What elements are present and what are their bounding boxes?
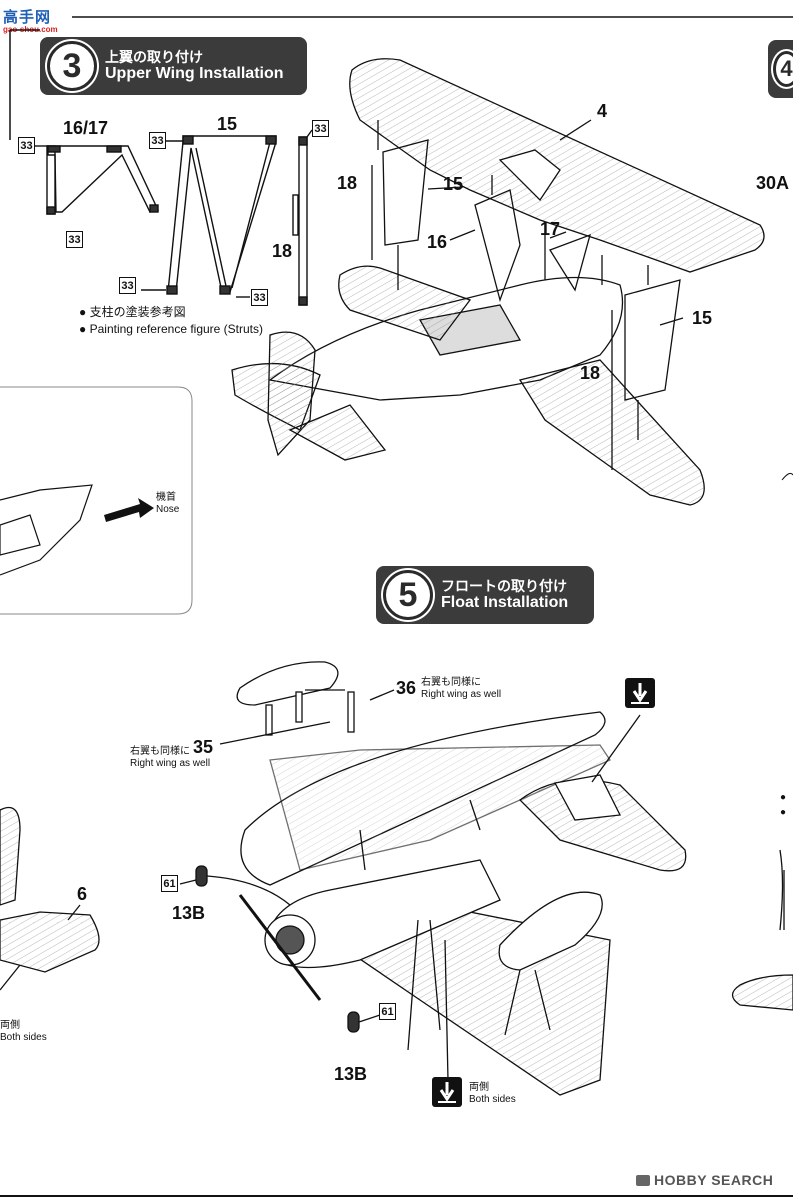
- part-35-label: 35: [193, 737, 214, 757]
- strut-painting-note: ● 支柱の塗装参考図 ● Painting reference figure (…: [79, 304, 263, 339]
- color-badge-33: 33: [149, 132, 166, 149]
- step-3-header: 3 上翼の取り付け Upper Wing Installation: [40, 37, 307, 95]
- watermark-site-name: 高手网: [3, 9, 52, 26]
- part-18-label: 18: [337, 173, 358, 193]
- nose-label: 機首 Nose: [156, 492, 179, 516]
- both-sides-en: Both sides: [469, 1094, 516, 1105]
- left-both-sides-en: Both sides: [0, 1032, 47, 1043]
- part-15-label: 15: [692, 308, 713, 328]
- part-16-17-label: 16/17: [63, 118, 109, 138]
- drill-hole-symbol: [625, 678, 655, 708]
- bullet-marks: ●●: [780, 792, 787, 818]
- both-sides-jp: 両側: [469, 1082, 489, 1093]
- color-badge-33: 33: [119, 277, 136, 294]
- hobby-search-logo: HOBBY SEARCH: [636, 1172, 773, 1188]
- left-both-sides-note: 両側 Both sides: [0, 1020, 47, 1044]
- part-35-note-en: Right wing as well: [130, 758, 211, 769]
- color-badge-33: 33: [66, 231, 83, 248]
- part-36-note-en: Right wing as well: [421, 689, 502, 700]
- color-badge-33: 33: [18, 137, 35, 154]
- step-3-number: 3: [47, 41, 97, 91]
- both-sides-note: 両側 Both sides: [469, 1082, 516, 1106]
- color-badge-33: 33: [251, 289, 268, 306]
- step-5-number: 5: [383, 570, 433, 620]
- step-4-header-partial: 4: [768, 40, 793, 98]
- nose-label-en: Nose: [156, 504, 180, 515]
- strut-note-en: ● Painting reference figure (Struts): [79, 322, 264, 337]
- part-30a-label: 30A: [756, 173, 790, 193]
- part-36-label: 36: [396, 678, 417, 698]
- step-4-number: 4: [773, 51, 793, 87]
- hobby-search-icon: [636, 1174, 650, 1186]
- color-badge-33: 33: [312, 120, 329, 137]
- step-5-header: 5 フロートの取り付け Float Installation: [376, 566, 594, 624]
- step-5-title-jp: フロートの取り付け: [441, 577, 567, 594]
- part-15-label: 15: [443, 174, 464, 194]
- drill-hole-symbol: [432, 1077, 462, 1107]
- part-36-note: 右翼も同様に Right wing as well: [421, 677, 501, 701]
- part-36-note-jp: 右翼も同様に: [421, 677, 481, 688]
- part-18-label-ref: 18: [272, 241, 293, 261]
- part-18-label: 18: [580, 363, 601, 383]
- part-15-label-ref: 15: [217, 114, 238, 134]
- part-13b-label: 13B: [334, 1064, 368, 1084]
- part-6-label: 6: [77, 884, 88, 904]
- left-both-sides-jp: 両側: [0, 1020, 20, 1031]
- color-badge-61: 61: [161, 875, 178, 892]
- color-badge-61: 61: [379, 1003, 396, 1020]
- part-13b-label: 13B: [172, 903, 206, 923]
- step-3-title-en: Upper Wing Installation: [105, 64, 284, 82]
- part-4-label: 4: [597, 101, 608, 121]
- nose-label-jp: 機首: [156, 492, 176, 503]
- hobby-search-text: HOBBY SEARCH: [654, 1172, 774, 1188]
- step-5-title-en: Float Installation: [441, 593, 569, 611]
- part-16-label: 16: [427, 232, 448, 252]
- step-3-title-jp: 上翼の取り付け: [105, 48, 203, 65]
- part-35-note: 右翼も同様に Right wing as well: [130, 746, 210, 770]
- strut-note-jp: ● 支柱の塗装参考図: [79, 305, 186, 319]
- part-35-note-jp: 右翼も同様に: [130, 746, 190, 757]
- part-17-label: 17: [540, 219, 561, 239]
